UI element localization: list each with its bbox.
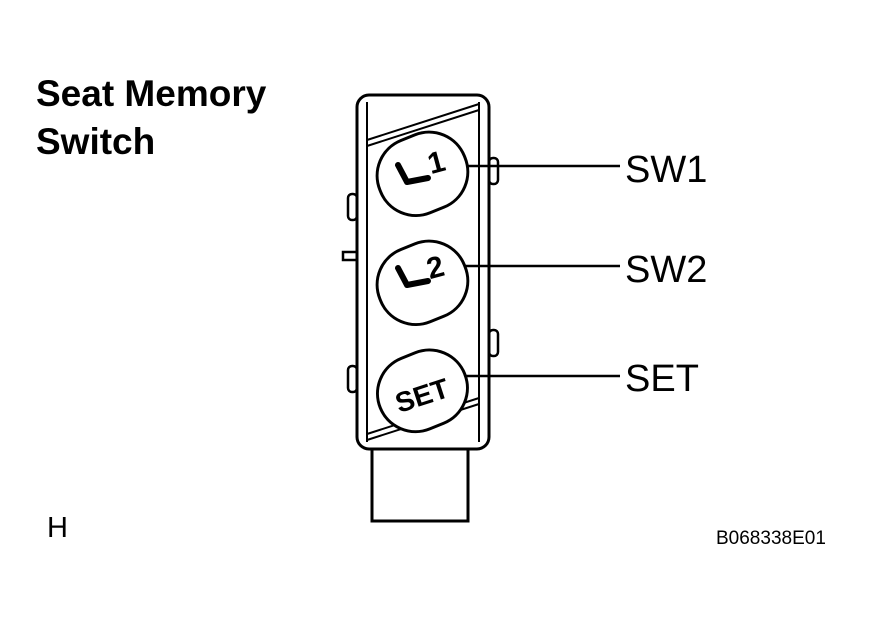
title-line-1: Seat Memory <box>36 73 267 114</box>
corner-mark: H <box>47 512 68 544</box>
housing-side-tabs <box>341 156 500 394</box>
callout-sw1: SW1 <box>625 149 708 191</box>
callout-sw2: SW2 <box>625 249 708 291</box>
connector <box>370 442 470 523</box>
seat-icon <box>395 162 431 185</box>
seat-icon <box>395 265 431 288</box>
figure-code: B068338E01 <box>716 528 826 549</box>
memory-button-1[interactable]: 1 <box>366 121 480 227</box>
set-button[interactable]: SET <box>366 339 479 444</box>
callout-set: SET <box>625 358 699 400</box>
title-line-2: Switch <box>36 121 156 162</box>
diagram-title: Seat Memory Switch <box>36 70 266 166</box>
memory-button-2[interactable]: 2 <box>366 230 480 336</box>
